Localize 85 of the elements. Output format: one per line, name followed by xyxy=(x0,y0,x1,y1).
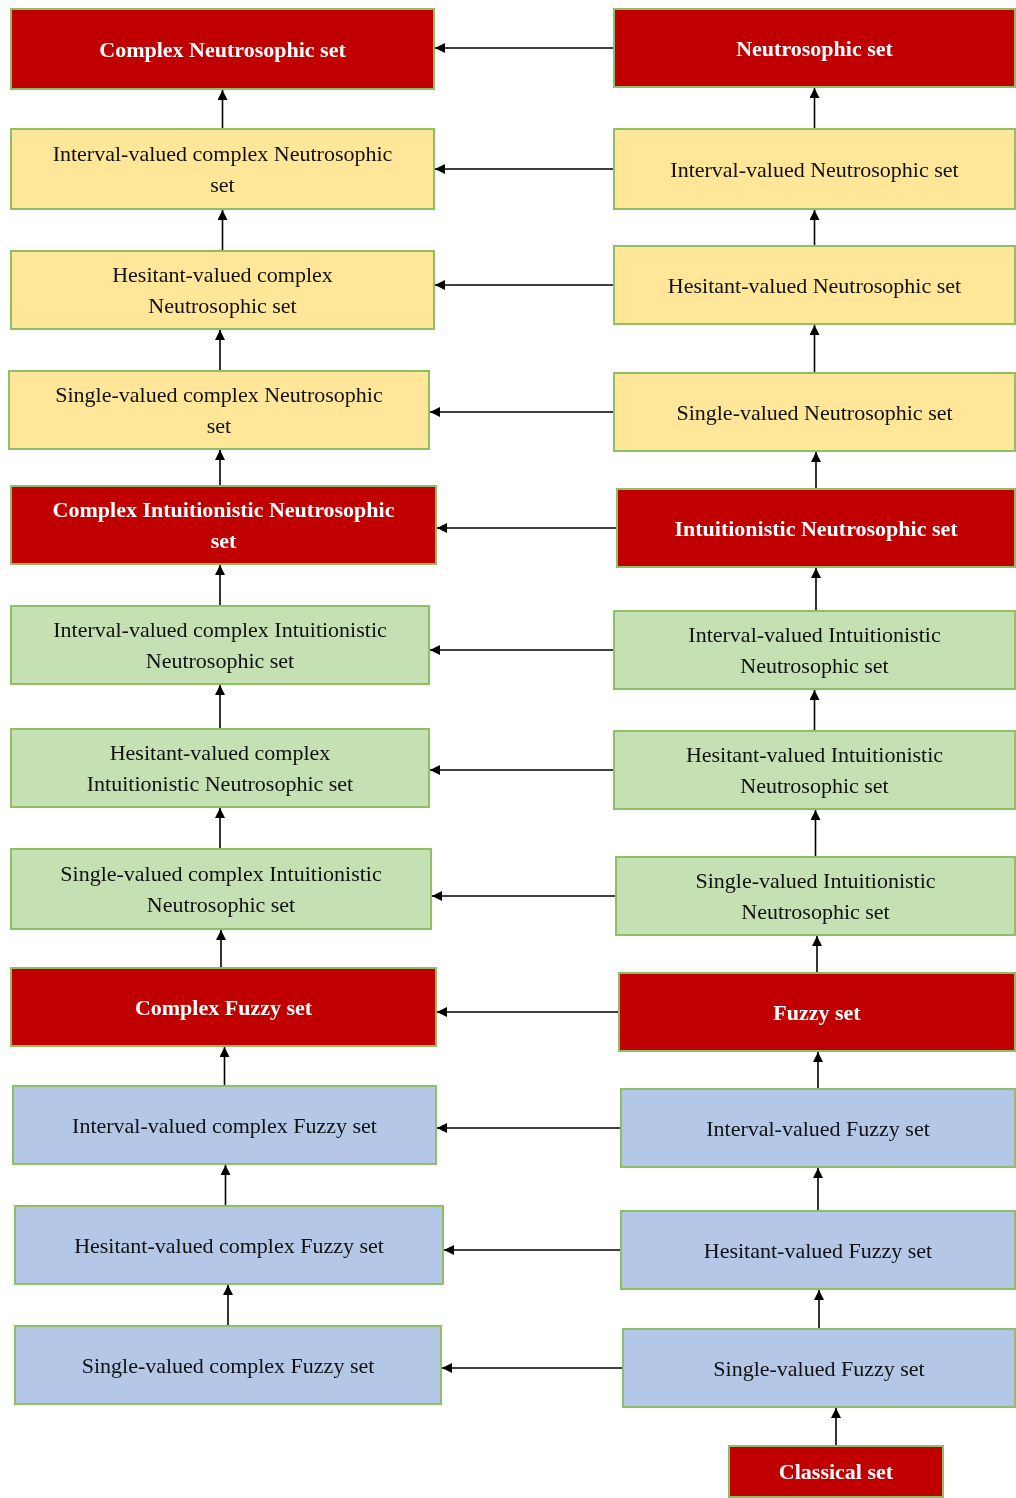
set-label: Complex Neutrosophic set xyxy=(98,35,347,64)
set-box xyxy=(10,485,437,565)
arrow xyxy=(429,765,614,775)
arrow xyxy=(809,689,820,731)
set-box xyxy=(8,370,430,450)
arrow xyxy=(429,645,614,655)
arrow xyxy=(811,451,821,489)
set-label: Single-valued complex Intuitionistic Neutrosophic set xyxy=(59,860,383,919)
set-label: Interval-valued complex Neutrosophic set xyxy=(51,140,394,199)
arrow xyxy=(215,329,225,371)
set-label: Interval-valued Intuitionistic Neutrosophic set xyxy=(687,621,942,680)
arrow xyxy=(436,1007,619,1017)
arrow xyxy=(809,324,820,373)
set-label: Hesitant-valued Fuzzy set xyxy=(702,1236,934,1265)
arrow xyxy=(441,1363,623,1373)
arrow xyxy=(217,89,228,129)
arrow xyxy=(436,1123,621,1133)
set-box xyxy=(615,856,1016,936)
set-label: Classical set xyxy=(777,1458,895,1486)
set-label: Neutrosophic set xyxy=(735,34,894,63)
set-box xyxy=(613,128,1016,210)
set-label: Complex Fuzzy set xyxy=(133,993,314,1022)
set-label: Interval-valued complex Fuzzy set xyxy=(71,1111,378,1140)
set-box xyxy=(10,728,430,808)
set-box xyxy=(10,8,435,90)
arrow xyxy=(219,1046,230,1086)
set-label: Single-valued Intuitionistic Neutrosophic set xyxy=(694,867,937,926)
arrow xyxy=(443,1245,621,1255)
arrow xyxy=(220,1164,231,1206)
arrow xyxy=(215,684,225,729)
arrow xyxy=(215,564,225,606)
set-box xyxy=(618,972,1016,1052)
arrow xyxy=(434,164,614,174)
arrow xyxy=(434,43,614,53)
set-label: Hesitant-valued complex Intuitionistic Neutrosophic set xyxy=(85,739,355,798)
set-box xyxy=(10,128,435,210)
arrow xyxy=(811,567,821,611)
set-label: Single-valued Neutrosophic set xyxy=(675,398,954,427)
set-label: Hesitant-valued Intuitionistic Neutrosophic set xyxy=(684,741,945,800)
arrow xyxy=(809,209,820,246)
set-label: Hesitant-valued Neutrosophic set xyxy=(666,271,963,300)
set-label: Hesitant-valued complex Neutrosophic set xyxy=(111,261,334,320)
arrow xyxy=(434,280,614,290)
set-label: Interval-valued Neutrosophic set xyxy=(669,155,960,184)
set-label: Single-valued Fuzzy set xyxy=(712,1354,926,1383)
set-box xyxy=(613,730,1016,810)
set-box xyxy=(613,610,1016,690)
set-box xyxy=(620,1088,1016,1168)
set-label: Interval-valued complex Intuitionistic Neutrosophic set xyxy=(52,616,388,675)
set-box xyxy=(12,1085,437,1165)
arrow xyxy=(216,929,226,968)
arrow xyxy=(814,1289,824,1329)
arrow xyxy=(215,807,225,849)
arrow xyxy=(436,523,617,533)
arrow xyxy=(813,1051,823,1089)
set-box xyxy=(10,250,435,330)
set-box xyxy=(613,8,1016,88)
set-box xyxy=(622,1328,1016,1408)
set-label: Interval-valued Fuzzy set xyxy=(705,1114,931,1143)
set-label: Complex Intuitionistic Neutrosophic set xyxy=(51,496,396,555)
arrow xyxy=(809,87,820,129)
set-box xyxy=(728,1445,944,1498)
arrow xyxy=(831,1407,841,1446)
arrow xyxy=(812,935,822,973)
set-label: Single-valued complex Fuzzy set xyxy=(80,1351,376,1380)
set-box xyxy=(613,372,1016,452)
set-box xyxy=(10,967,437,1047)
arrow xyxy=(813,1167,823,1211)
arrow xyxy=(429,407,614,417)
arrow xyxy=(223,1284,233,1326)
set-box xyxy=(10,848,432,930)
set-box xyxy=(10,605,430,685)
set-box xyxy=(616,488,1016,568)
arrow xyxy=(431,891,616,901)
set-label: Intuitionistic Neutrosophic set xyxy=(673,514,959,543)
set-box xyxy=(620,1210,1016,1290)
arrow xyxy=(217,209,228,251)
arrow xyxy=(215,449,225,486)
arrow xyxy=(810,809,821,857)
set-box xyxy=(14,1325,442,1405)
set-box xyxy=(14,1205,444,1285)
set-box xyxy=(613,245,1016,325)
set-label: Hesitant-valued complex Fuzzy set xyxy=(73,1231,385,1260)
set-label: Fuzzy set xyxy=(772,998,862,1027)
set-label: Single-valued complex Neutrosophic set xyxy=(54,381,384,440)
